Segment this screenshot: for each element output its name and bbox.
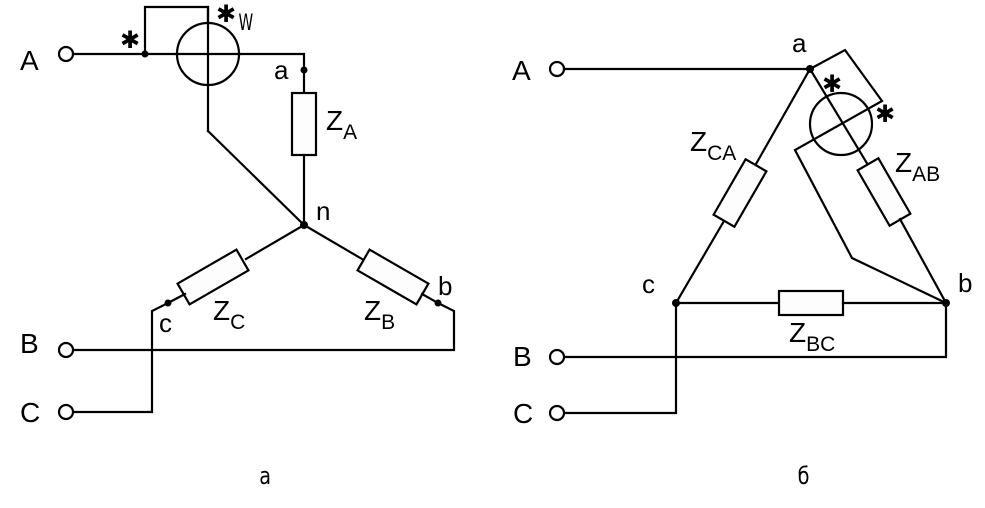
terminal-c-label: C xyxy=(513,398,533,429)
polarity-star-icon: ✱ xyxy=(120,26,140,54)
wire-c-to-terminal-c xyxy=(71,301,170,414)
terminal-c xyxy=(548,404,566,422)
terminal-c xyxy=(57,403,75,421)
wire-zab-to-b xyxy=(898,217,948,305)
impedance-zbc-label: ZBC xyxy=(789,317,835,356)
wattmeter-icon xyxy=(808,91,874,157)
caption-b: б xyxy=(798,463,810,491)
wire-n-to-zc xyxy=(244,223,306,261)
wattmeter-voltage-loop xyxy=(793,48,948,305)
terminal-b-label: B xyxy=(513,341,532,372)
wire-zca-to-c xyxy=(674,219,726,305)
impedance-zbc xyxy=(777,289,845,317)
terminal-a-label: A xyxy=(20,45,39,76)
impedance-za xyxy=(290,91,318,157)
terminal-b-label: B xyxy=(20,328,39,359)
polarity-star-icon: ✱ xyxy=(216,0,236,28)
terminal-a xyxy=(548,60,566,78)
impedance-zb-label: ZB xyxy=(364,295,395,334)
wire-n-to-zb xyxy=(302,223,364,261)
wire-a-to-zca xyxy=(754,67,812,166)
polarity-star-icon: ✱ xyxy=(875,100,895,128)
wire-voltage-coil-to-n xyxy=(206,129,306,227)
terminal-b xyxy=(548,348,566,366)
impedance-za-label: ZA xyxy=(326,105,357,144)
impedance-zab-label: ZAB xyxy=(895,147,940,186)
wattmeter-label: W xyxy=(239,10,254,36)
node-b-label: b xyxy=(438,271,452,301)
node-b-label: b xyxy=(958,268,972,298)
terminal-a-label: A xyxy=(512,55,531,86)
caption-a: а xyxy=(259,463,271,491)
diagram-b-delta: A a ZCA ✱ ✱ ZAB ZBC c b xyxy=(512,28,972,491)
impedance-zca-label: ZCA xyxy=(690,126,736,165)
node-a-dot xyxy=(300,66,308,74)
terminal-c-label: C xyxy=(20,397,40,428)
node-n-label: n xyxy=(316,196,330,226)
node-c-label: c xyxy=(642,269,655,299)
node-a-label: a xyxy=(792,28,807,58)
diagram-a-star: A ✱ ✱ W a ZA n c ZC xyxy=(20,0,456,491)
wattmeter-voltage-loop xyxy=(143,5,210,56)
polarity-star-icon: ✱ xyxy=(822,70,842,98)
wire-to-node-a xyxy=(238,52,306,95)
wire-c-to-terminal-c xyxy=(562,301,678,415)
node-c-label: c xyxy=(159,308,172,338)
terminal-b xyxy=(57,341,75,359)
impedance-zc-label: ZC xyxy=(213,295,245,334)
wattmeter-current-coil xyxy=(808,67,870,167)
wire-b-to-terminal-b xyxy=(562,301,948,359)
wire-b-to-terminal-b xyxy=(71,301,456,352)
node-a-label: a xyxy=(274,55,289,85)
terminal-a xyxy=(57,45,75,63)
impedance-zca xyxy=(712,157,768,229)
